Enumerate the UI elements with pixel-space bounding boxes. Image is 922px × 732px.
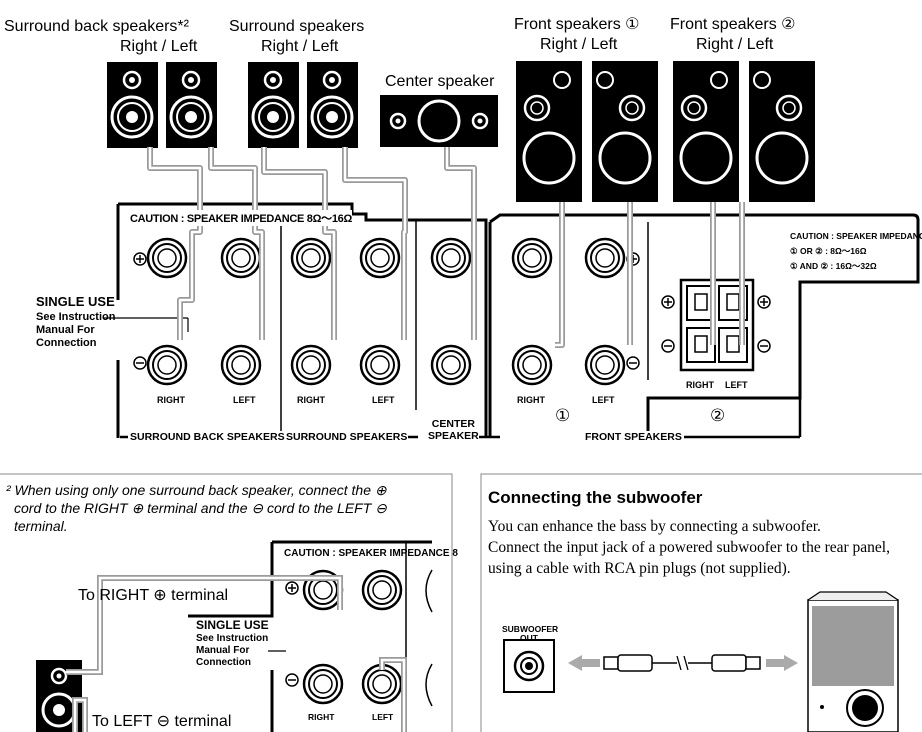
- terminal-s-right-plus: [290, 237, 332, 279]
- footnote-panel-inset: [188, 540, 432, 732]
- single-use-note-line: Connection: [36, 337, 97, 349]
- terminal-s-right-minus: [290, 344, 332, 386]
- caution-front-line: ① AND ② : 16Ω～32Ω: [790, 261, 877, 271]
- footnote-label-left: LEFT: [372, 712, 394, 722]
- footnote-terminal-left-plus: [361, 569, 403, 611]
- caution-front-line: ① OR ② : 8Ω～16Ω: [790, 246, 867, 256]
- label-sb-left: LEFT: [233, 395, 256, 405]
- caution-front-line: CAUTION : SPEAKER IMPEDANCE: [790, 231, 922, 241]
- label-surround-back: Surround back speakers*²: [4, 18, 189, 35]
- subwoofer-out-jack: [503, 639, 555, 693]
- speaker-front2-left: [749, 61, 815, 202]
- footnote-single-use-note: See Instruction Manual For Connection: [196, 633, 268, 669]
- subwoofer-out-label-line: OUT: [520, 633, 538, 643]
- label-front1-sub: Right / Left: [540, 36, 618, 53]
- label-f1-left: LEFT: [592, 395, 615, 405]
- label-f2-left: LEFT: [725, 380, 748, 390]
- panel-dividers: [280, 220, 649, 438]
- label-front2-sub: Right / Left: [696, 36, 774, 53]
- label-sb-right: RIGHT: [157, 395, 185, 405]
- label-center: Center speaker: [385, 73, 495, 90]
- subwoofer-out-label-line: SUBWOOFER: [502, 624, 559, 634]
- label-front2: Front speakers ②: [670, 16, 796, 33]
- footnote-line-3: terminal.: [14, 518, 68, 534]
- footnote-label-right: RIGHT: [308, 712, 335, 722]
- single-use-note-line: See Instruction: [36, 311, 116, 323]
- terminal-f1-right-minus: [511, 344, 553, 386]
- footnote-frame: [0, 473, 453, 732]
- footnote-terminal-right-minus: [302, 663, 344, 705]
- label-front1: Front speakers ①: [514, 16, 640, 33]
- footnote-note-line: See Instruction: [196, 633, 269, 644]
- subwoofer-text: You can enhance the bass by connecting a…: [488, 516, 890, 579]
- powered-subwoofer: [807, 591, 899, 732]
- footnote-wires: [66, 575, 407, 732]
- subwoofer-text-line: using a cable with RCA pin plugs (not su…: [488, 560, 791, 577]
- terminal-sb-right-plus: [146, 237, 188, 279]
- subwoofer-text-line: Connect the input jack of a powered subw…: [488, 539, 890, 556]
- speaker-front1-right: [516, 61, 582, 202]
- label-f2-right: RIGHT: [686, 380, 714, 390]
- terminal-center-plus: [430, 237, 472, 279]
- speaker-front2-right: [673, 61, 739, 202]
- to-left-terminal-label: To LEFT ⊖ terminal: [92, 713, 232, 730]
- single-use-note: See Instruction Manual For Connection: [36, 311, 115, 350]
- speaker-wires: [147, 147, 745, 348]
- terminal-s-left-minus: [359, 344, 401, 386]
- footnote-note-line: Connection: [196, 657, 251, 668]
- footnote-line-2: cord to the RIGHT ⊕ terminal and the ⊖ c…: [14, 500, 387, 516]
- speaker-surround-left: [307, 62, 358, 148]
- footnote-note-line: Manual For: [196, 645, 250, 656]
- subwoofer-text-line: You can enhance the bass by connecting a…: [488, 518, 821, 535]
- terminal-sb-right-minus: [146, 344, 188, 386]
- rca-cable: [568, 654, 798, 672]
- subwoofer-frame: [480, 473, 922, 732]
- subwoofer-out-label: SUBWOOFER OUT: [502, 624, 559, 643]
- speaker-front1-left: [592, 61, 658, 202]
- footnote-caution-label: CAUTION : SPEAKER IMPEDANCE 8: [284, 548, 458, 559]
- to-right-terminal-label: To RIGHT ⊕ terminal: [78, 587, 229, 604]
- terminal-f1-left-plus: [584, 237, 626, 279]
- label-surround-speakers: SURROUND SPEAKERS: [286, 431, 408, 443]
- label-s-left: LEFT: [372, 395, 395, 405]
- speaker-surround-back-left: [166, 62, 217, 148]
- rear-panel-outline: [116, 202, 920, 438]
- terminal-s-left-plus: [359, 237, 401, 279]
- label-f1-right: RIGHT: [517, 395, 545, 405]
- footnote-single-use: SINGLE USE: [196, 618, 269, 632]
- footnote-line-1: ² When using only one surround back spea…: [6, 482, 387, 498]
- caution-impedance-label: CAUTION : SPEAKER IMPEDANCE 8Ω～16Ω: [130, 210, 352, 226]
- footnote-terminal-left-minus: [361, 663, 403, 705]
- label-surround-sub: Right / Left: [261, 38, 339, 55]
- label-center-speaker: CENTER SPEAKER: [428, 418, 479, 442]
- label-front-speakers: FRONT SPEAKERS: [585, 431, 682, 443]
- speaker-surround-back-right: [107, 62, 158, 148]
- label-center-line: CENTER: [431, 418, 475, 430]
- single-use-note-line: Manual For: [36, 324, 95, 336]
- polarity-symbols: [133, 252, 771, 370]
- label-surround-back-speakers: SURROUND BACK SPEAKERS: [130, 431, 285, 443]
- label-center-line: SPEAKER: [428, 430, 479, 442]
- label-surround: Surround speakers: [229, 18, 365, 35]
- single-use-callout: [104, 317, 189, 332]
- speaker-center: [380, 95, 498, 147]
- terminal-sb-left-minus: [220, 344, 262, 386]
- label-front-num2: ②: [710, 406, 726, 425]
- footnote-polarity: [285, 569, 433, 707]
- label-front-num1: ①: [555, 406, 571, 425]
- speaker-surround-right: [248, 62, 299, 148]
- terminal-sb-left-plus: [220, 237, 262, 279]
- label-surround-back-sub: Right / Left: [120, 38, 198, 55]
- label-s-right: RIGHT: [297, 395, 325, 405]
- terminal-f1-left-minus: [584, 344, 626, 386]
- subwoofer-heading: Connecting the subwoofer: [488, 488, 703, 507]
- caution-front-impedance: CAUTION : SPEAKER IMPEDANCE ① OR ② : 8Ω～…: [790, 230, 922, 272]
- terminal-f1-right-plus: [511, 237, 553, 279]
- terminal-center-minus: [430, 344, 472, 386]
- single-use-label: SINGLE USE: [36, 294, 115, 309]
